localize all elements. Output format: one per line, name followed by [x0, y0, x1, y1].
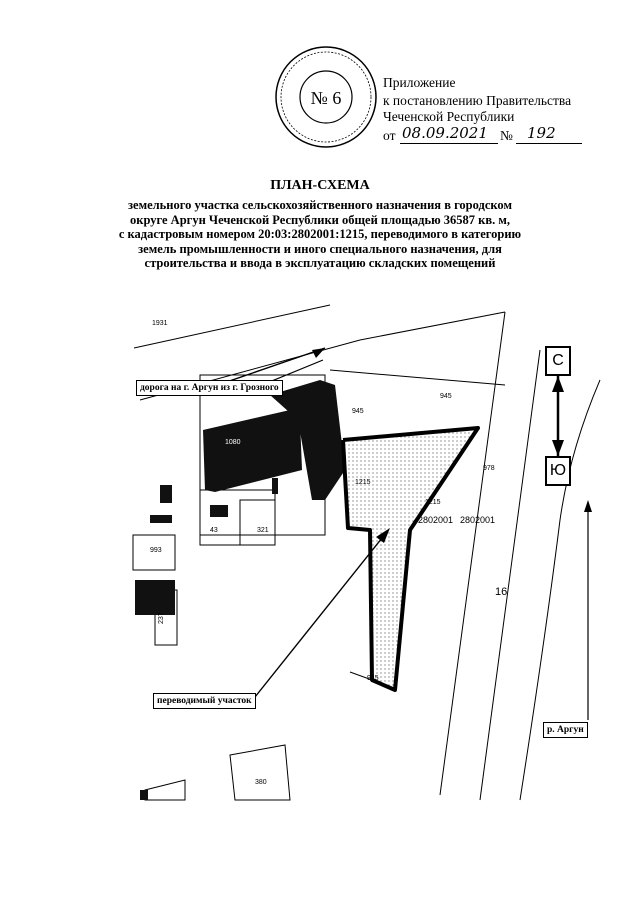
- building-small-2: [150, 515, 172, 523]
- road-edge-lower-2: [359, 311, 506, 341]
- parcel-43-outline: [199, 489, 276, 546]
- parcel-945-boundary: [329, 369, 506, 386]
- south-label: Ю: [545, 456, 571, 486]
- north-arrowhead: [552, 376, 564, 392]
- road-pointer-arrowhead: [312, 348, 325, 358]
- south-arrowhead: [552, 440, 564, 456]
- parcel-number-2802001-a: 2802001: [418, 515, 453, 525]
- parcel-993-outline: [132, 534, 176, 571]
- parcel-number-43: 43: [210, 527, 218, 534]
- river-label: р. Аргун: [543, 722, 588, 738]
- parcel-978-left-boundary: [439, 311, 506, 796]
- parcel-1215-fill: [343, 428, 478, 690]
- parcel-bottom-outline: [144, 779, 186, 801]
- parcel-321-outline: [239, 499, 276, 546]
- parcel-number-237: 237: [158, 612, 165, 624]
- title-line-1: земельного участка сельскохозяйственного…: [128, 198, 512, 212]
- title-line-5: строительства и ввода в эксплуатацию скл…: [144, 256, 496, 270]
- building-small-4: [140, 790, 148, 800]
- parcel-945-lower-edge: [349, 671, 373, 681]
- header-date-prefix: от: [383, 128, 396, 143]
- building-small-5: [272, 478, 278, 494]
- header-number: 192: [527, 124, 556, 142]
- road-edge-upper: [133, 304, 331, 349]
- building-small-3: [210, 505, 228, 517]
- title-line-3: с кадастровым номером 20:03:2802001:1215…: [118, 227, 522, 241]
- parcel-number-993: 993: [150, 547, 162, 554]
- parcel-label: переводимый участок: [153, 693, 256, 709]
- date-underline: [400, 143, 498, 144]
- header-line-1: Приложение: [383, 75, 456, 90]
- parcel-number-945-a: 945: [352, 408, 364, 415]
- parcel-1215-boundary: [341, 426, 480, 692]
- building-237: [135, 580, 175, 615]
- parcel-number-945-c: 945: [367, 675, 379, 682]
- title-line-2: округе Аргун Чеченской Республики общей …: [130, 212, 510, 227]
- parcel-number-380: 380: [255, 779, 267, 786]
- parcel-number-978: 978: [483, 465, 495, 472]
- parcel-978-right-boundary: [479, 349, 541, 801]
- header-number-prefix: №: [500, 128, 513, 143]
- parcel-pointer-arrowhead: [376, 528, 390, 543]
- parcel-number-1215-b: 1215: [425, 499, 441, 506]
- building-1080: [203, 410, 302, 492]
- building-small-1: [160, 485, 172, 503]
- header-line-2: к постановлению Правительства: [383, 93, 572, 108]
- building-dark-2: [270, 380, 345, 500]
- header-date: 08.09.2021: [402, 124, 488, 142]
- road-pointer-line: [214, 347, 326, 387]
- title-line-4: земель промышленности и иного специально…: [138, 241, 502, 256]
- parcel-pointer-line: [254, 537, 383, 698]
- river-pointer-arrowhead: [584, 500, 592, 512]
- parcel-380-outline: [229, 744, 291, 801]
- header-line-3: Чеченской Республики: [383, 109, 515, 124]
- parcel-number-1215-a: 1215: [355, 479, 371, 486]
- document-title: ПЛАН-СХЕМА: [270, 178, 370, 193]
- parcel-number-2802001-b: 2802001: [460, 515, 495, 525]
- seal-number: № 6: [311, 88, 342, 108]
- parcel-number-16: 16: [495, 586, 507, 598]
- river-bank: [519, 379, 601, 801]
- parcel-number-1080: 1080: [225, 439, 241, 446]
- north-label: С: [545, 346, 571, 376]
- parcel-number-1931: 1931: [152, 320, 168, 327]
- parcel-number-945-b: 945: [440, 393, 452, 400]
- number-underline: [516, 143, 582, 144]
- road-label: дорога на г. Аргун из г. Грозного: [136, 380, 283, 396]
- parcel-number-321: 321: [257, 527, 269, 534]
- title-description: земельного участка сельскохозяйственного…: [0, 198, 640, 271]
